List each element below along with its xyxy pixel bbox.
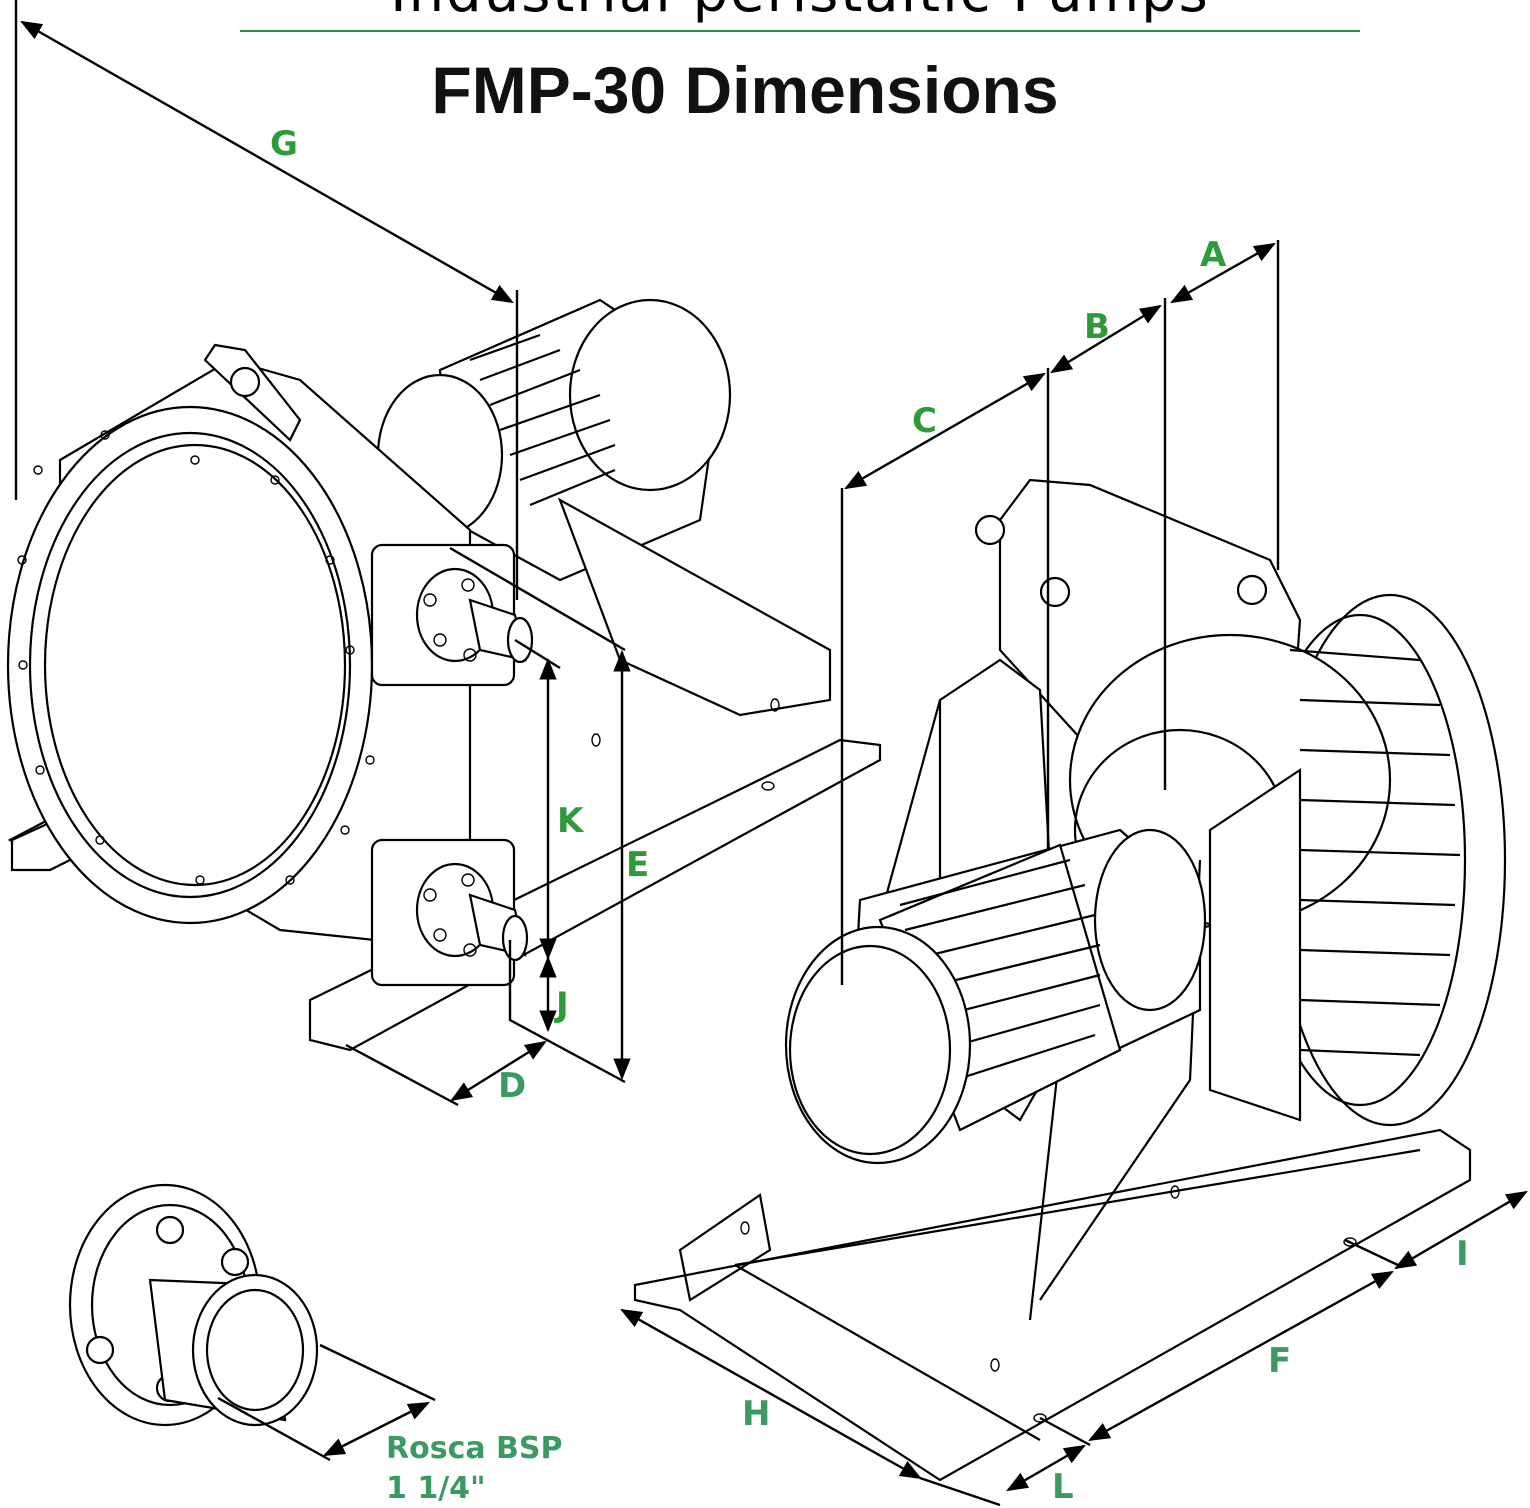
header-rule <box>240 30 1360 32</box>
label-b: B <box>1084 307 1110 347</box>
pump-front-view <box>6 298 882 1052</box>
label-i: I <box>1456 1234 1469 1274</box>
thread-label-line1: Rosca BSP <box>386 1431 563 1466</box>
motor-rear <box>376 298 732 582</box>
dimension-lines <box>14 0 1528 1507</box>
label-k: K <box>557 801 585 841</box>
page-title: FMP-30 Dimensions <box>431 53 1059 127</box>
label-a: A <box>1200 235 1227 275</box>
flange-bolt-holes <box>17 430 375 885</box>
thread-label-line2: 1 1/4" <box>386 1471 486 1506</box>
series-title: Industrial peristaltic Pumps <box>240 0 1360 25</box>
label-e: E <box>626 845 649 885</box>
label-g: G <box>270 124 298 164</box>
pump-housing-front <box>6 343 472 952</box>
label-d: D <box>498 1066 526 1106</box>
label-c: C <box>912 401 937 441</box>
label-h: H <box>742 1394 770 1434</box>
dimension-labels: G A B C K E J D I F H L Rosca BSP 1 1/4" <box>270 124 1469 1507</box>
label-l: L <box>1052 1467 1074 1507</box>
label-f: F <box>1268 1341 1291 1381</box>
port-lower <box>370 838 529 987</box>
label-j: J <box>554 985 569 1025</box>
motor-front <box>784 828 1207 1165</box>
port-upper <box>370 543 534 687</box>
thread-fitting-detail <box>68 1183 319 1427</box>
